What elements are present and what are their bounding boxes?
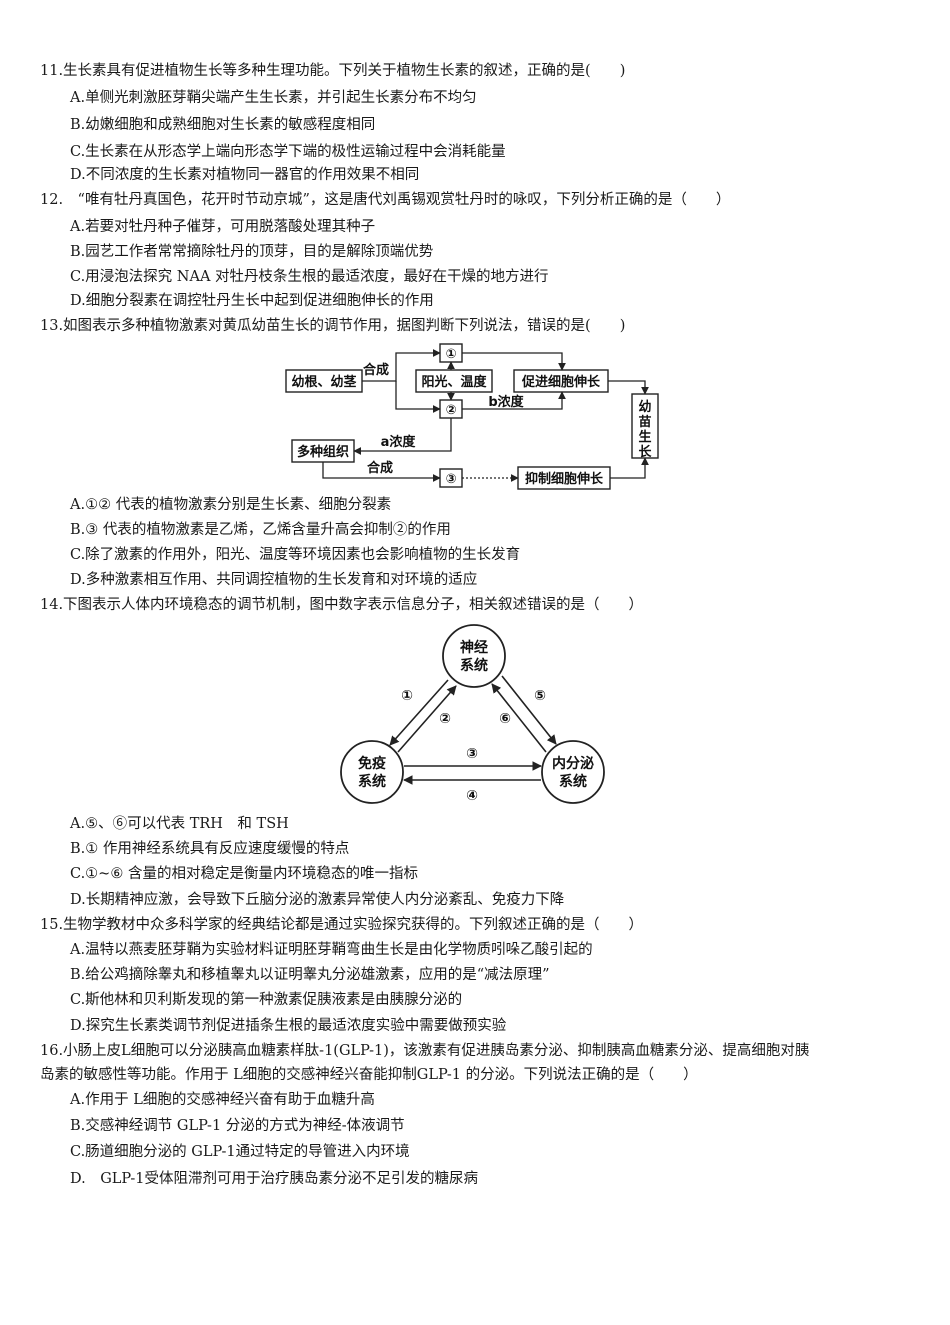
hormone-2-label: ② xyxy=(445,403,456,418)
seedling-char-1: 幼 xyxy=(638,399,651,415)
arrow-tissues-to-3 xyxy=(322,462,441,482)
molecule-3-label: ③ xyxy=(466,746,478,762)
q15-stem: 15.生物学教材中众多科学家的经典结论都是通过实验探究获得的。下列叙述正确的是（… xyxy=(40,917,644,933)
q16-option-c: C.肠道细胞分泌的 GLP-1通过特定的导管进入内环境 xyxy=(70,1144,410,1160)
endocrine-label-1: 内分泌 xyxy=(552,755,594,772)
hormone-1-label: ① xyxy=(445,347,456,362)
molecule-5-label: ⑤ xyxy=(534,688,546,704)
q16-stem-continued: 岛素的敏感性等功能。作用于 L细胞的交感神经兴奋能抑制GLP-1 的分泌。下列说… xyxy=(40,1067,698,1083)
q15-option-d: D.探究生长素类调节剂促进插条生根的最适浓度实验中需要做预实验 xyxy=(70,1018,507,1034)
q11-option-d: D.不同浓度的生长素对植物同一器官的作用效果不相同 xyxy=(70,167,420,183)
q12-option-c: C.用浸泡法探究 NAA 对牡丹枝条生根的最适浓度，最好在干燥的地方进行 xyxy=(70,269,549,285)
arrow-1 xyxy=(389,679,449,746)
inhibit-elongation-label: 抑制细胞伸长 xyxy=(525,471,604,487)
arrow-1-to-promote xyxy=(462,352,566,371)
arrow-2-to-promote xyxy=(462,391,566,410)
q16-stem: 16.小肠上皮L细胞可以分泌胰高血糖素样肽-1(GLP-1)，该激素有促进胰岛素… xyxy=(40,1043,810,1059)
q14-option-c: C.①~⑥ 含量的相对稳定是衡量内环境稳态的唯一指标 xyxy=(70,866,418,882)
promote-elongation-label: 促进细胞伸长 xyxy=(521,374,601,390)
seedling-char-2: 苗 xyxy=(638,414,651,430)
arrow-6 xyxy=(491,683,547,753)
q16-option-d: D. GLP-1受体阻滞剂可用于治疗胰岛素分泌不足引发的糖尿病 xyxy=(70,1171,479,1187)
q14-option-d: D.长期精神应激，会导致下丘脑分泌的激素异常使人内分泌紊乱、免疫力下降 xyxy=(70,892,565,908)
synthesis-label-1: 合成 xyxy=(363,362,389,378)
q14-homeostasis-diagram: 神经 系统 免疫 系统 内分泌 系统 ① ② ⑤ ⑥ ③ ④ xyxy=(340,624,605,804)
q13-hormone-diagram: ① ② ③ 幼根、幼茎 阳光、温度 促进细胞伸长 幼 苗 生 长 多种组织 抑制… xyxy=(285,343,659,490)
seedling-char-3: 生 xyxy=(638,429,651,445)
immune-system-node xyxy=(340,740,404,804)
multiple-tissues-label: 多种组织 xyxy=(297,444,349,460)
arrow-5 xyxy=(501,675,557,745)
q15-option-b: B.给公鸡摘除睾丸和移植睾丸以证明睾丸分泌雄激素，应用的是“减法原理” xyxy=(70,967,550,983)
endocrine-label-2: 系统 xyxy=(559,773,587,790)
q13-option-d: D.多种激素相互作用、共同调控植物的生长发育和对环境的适应 xyxy=(70,572,478,588)
q13-option-c: C.除了激素的作用外，阳光、温度等环境因素也会影响植物的生长发育 xyxy=(70,547,521,563)
arrow-promote-to-seedling xyxy=(608,380,649,395)
immune-label-2: 系统 xyxy=(358,773,386,790)
q14-option-b: B.① 作用神经系统具有反应速度缓慢的特点 xyxy=(70,841,350,857)
molecule-6-label: ⑥ xyxy=(499,711,511,727)
root-stem-label: 幼根、幼茎 xyxy=(291,374,356,390)
q12-option-a: A.若要对牡丹种子催芽，可用脱落酸处理其种子 xyxy=(70,219,376,235)
arrow-2 xyxy=(397,685,457,753)
q13-option-a: A.①② 代表的植物激素分别是生长素、细胞分裂素 xyxy=(70,497,392,513)
a-concentration-label: a浓度 xyxy=(381,434,417,450)
seedling-char-4: 长 xyxy=(638,444,652,460)
nervous-label-2: 系统 xyxy=(460,657,488,674)
q11-option-a: A.单侧光刺激胚芽鞘尖端产生生长素，并引起生长素分布不均匀 xyxy=(70,90,477,106)
q11-option-b: B.幼嫩细胞和成熟细胞对生长素的敏感程度相同 xyxy=(70,117,376,133)
q12-option-d: D.细胞分裂素在调控牡丹生长中起到促进细胞伸长的作用 xyxy=(70,293,434,309)
environment-box xyxy=(415,369,493,393)
q12-option-b: B.园艺工作者常常摘除牡丹的顶芽，目的是解除顶端优势 xyxy=(70,244,434,260)
q16-option-b: B.交感神经调节 GLP-1 分泌的方式为神经-体液调节 xyxy=(70,1118,405,1134)
hormone-3-label: ③ xyxy=(445,472,456,487)
arrow-root-to-2 xyxy=(395,381,441,413)
molecule-1-label: ① xyxy=(401,688,413,704)
molecule-4-label: ④ xyxy=(466,788,478,804)
q16-option-a: A.作用于 L细胞的交感神经兴奋有助于血糖升高 xyxy=(70,1092,375,1108)
synthesis-label-2: 合成 xyxy=(367,460,393,476)
environment-label: 阳光、温度 xyxy=(421,374,487,390)
nervous-label-1: 神经 xyxy=(460,639,488,656)
molecule-2-label: ② xyxy=(439,711,451,727)
arrow-2-to-tissues xyxy=(353,418,452,455)
seedling-growth-box xyxy=(631,393,659,459)
arrow-root-to-1 xyxy=(362,349,441,382)
q12-stem: 12. “唯有牡丹真国色，花开时节动京城”，这是唐代刘禹锡观赏牡丹时的咏叹，下列… xyxy=(40,192,731,208)
q13-stem: 13.如图表示多种植物激素对黄瓜幼苗生长的调节作用，据图判断下列说法，错误的是(… xyxy=(40,318,626,334)
q13-option-b: B.③ 代表的植物激素是乙烯，乙烯含量升高会抑制②的作用 xyxy=(70,522,451,538)
arrow-inhibit-to-seedling xyxy=(610,457,649,479)
immune-label-1: 免疫 xyxy=(358,755,386,772)
q14-stem: 14.下图表示人体内环境稳态的调节机制，图中数字表示信息分子，相关叙述错误的是（… xyxy=(40,597,644,613)
q15-option-c: C.斯他林和贝利斯发现的第一种激素促胰液素是由胰腺分泌的 xyxy=(70,992,463,1008)
q11-stem: 11.生长素具有促进植物生长等多种生理功能。下列关于植物生长素的叙述，正确的是(… xyxy=(40,63,626,79)
q15-option-a: A.温特以燕麦胚芽鞘为实验材料证明胚芽鞘弯曲生长是由化学物质吲哚乙酸引起的 xyxy=(70,942,593,958)
endocrine-system-node xyxy=(541,740,605,804)
b-concentration-label: b浓度 xyxy=(488,394,524,410)
q11-option-c: C.生长素在从形态学上端向形态学下端的极性运输过程中会消耗能量 xyxy=(70,144,506,160)
q14-option-a: A.⑤、⑥可以代表 TRH 和 TSH xyxy=(70,816,289,832)
nervous-system-node xyxy=(442,624,506,688)
